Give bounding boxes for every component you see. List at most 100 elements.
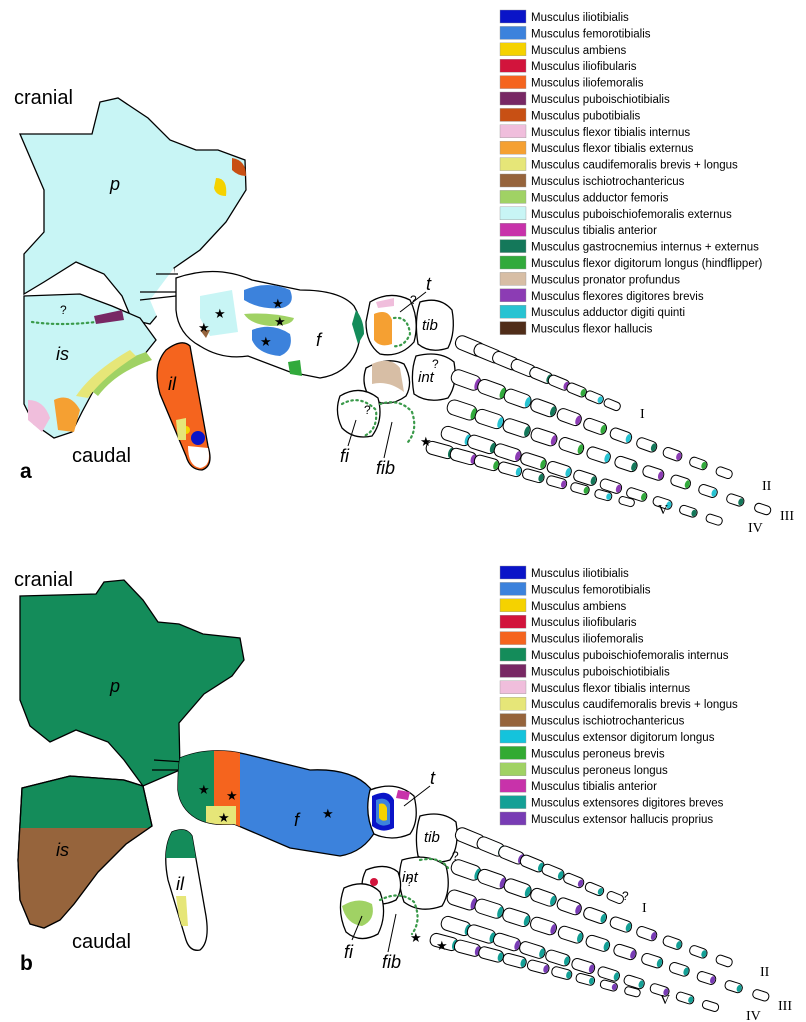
legend-swatch <box>500 223 526 236</box>
phalanx <box>575 973 595 987</box>
star-marker: ★ <box>436 938 448 953</box>
star-marker: ★ <box>198 320 210 335</box>
digit-label-IV: IV <box>746 1009 761 1022</box>
legend-swatch <box>500 681 526 694</box>
phalanx <box>675 991 695 1005</box>
digit-label-IV: IV <box>748 521 763 536</box>
legend-swatch <box>500 566 526 579</box>
legend-swatch <box>500 746 526 759</box>
tibia-label: tib <box>422 317 438 334</box>
legend-label: Musculus flexor tibialis internus <box>531 127 690 139</box>
star-marker: ★ <box>410 930 422 945</box>
intermedium-label: int <box>418 369 435 386</box>
cranial-label: cranial <box>14 569 73 591</box>
star-marker: ★ <box>322 806 334 821</box>
phalanx <box>635 925 658 942</box>
legend-swatch <box>500 289 526 302</box>
question-mark: ? <box>432 357 439 371</box>
legend-swatch <box>500 632 526 645</box>
legend-swatch <box>500 730 526 743</box>
legend-label: Musculus ambiens <box>531 601 626 613</box>
phalanx <box>502 952 527 969</box>
legend-swatch <box>500 322 526 335</box>
digit-label-I: I <box>640 407 645 422</box>
legend-label: Musculus iliotibialis <box>531 568 629 580</box>
phalanx <box>492 932 522 952</box>
fibula-label: fib <box>376 458 395 478</box>
phalanx-outline <box>752 989 770 1002</box>
legend-swatch <box>500 26 526 39</box>
pubis-label: p <box>109 676 120 696</box>
legend-label: Musculus puboischiofemoralis externus <box>531 209 732 221</box>
phalanx <box>478 946 505 964</box>
phalanx-outline <box>715 466 733 480</box>
phalanx <box>642 464 666 481</box>
legend-swatch <box>500 158 526 171</box>
question-mark: ? <box>622 889 629 903</box>
legend-label: Musculus flexor digitorum longus (hindfl… <box>531 258 763 270</box>
question-mark: ? <box>364 403 371 417</box>
legend-swatch <box>500 43 526 56</box>
ischium-label: is <box>56 344 69 364</box>
fibulare-label: fi <box>344 942 354 962</box>
legend-label: Musculus extensor digitorum longus <box>531 732 715 744</box>
phalanx <box>582 906 608 925</box>
phalanx <box>557 436 585 456</box>
phalanx <box>582 417 608 436</box>
phalanx <box>603 398 622 412</box>
phalanx <box>609 916 633 934</box>
legend-label: Musculus ambiens <box>531 45 626 57</box>
phalanx <box>584 881 605 897</box>
phalanx <box>562 872 585 889</box>
phalanx <box>453 939 482 958</box>
phalanx <box>529 887 558 908</box>
tibiale-label: t <box>430 768 436 788</box>
legend-swatch <box>500 240 526 253</box>
ilium-label: il <box>168 374 177 394</box>
digit-label-II: II <box>762 479 772 494</box>
legend-label: Musculus peroneus longus <box>531 765 668 777</box>
legend-swatch <box>500 305 526 318</box>
caudal-label: caudal <box>72 445 131 467</box>
legend-label: Musculus iliofibularis <box>531 61 637 73</box>
legend-swatch <box>500 174 526 187</box>
phalanx-outline <box>705 513 723 526</box>
legend-label: Musculus femorotibialis <box>531 28 651 40</box>
phalanx <box>597 966 621 983</box>
legend-swatch <box>500 92 526 105</box>
phalanx <box>613 455 638 473</box>
phalanx <box>466 923 497 944</box>
phalanx <box>521 468 545 484</box>
legend-label: Musculus puboischiotibialis <box>531 666 670 678</box>
legend-label: Musculus puboischiofemoralis internus <box>531 650 729 662</box>
legend-label: Musculus puboischiotibialis <box>531 94 670 106</box>
cranial-label: cranial <box>14 87 73 109</box>
phalanx <box>502 877 532 899</box>
phalanx <box>688 944 708 959</box>
legend-label: Musculus iliofemoralis <box>531 634 644 646</box>
legend-label: Musculus tibialis anterior <box>531 781 657 793</box>
legend-label: Musculus pronator profundus <box>531 274 680 286</box>
ilium-label: il <box>176 874 185 894</box>
phalanx <box>752 989 770 1002</box>
phalanx <box>473 897 505 919</box>
phalanx <box>526 959 550 975</box>
legend-swatch <box>500 582 526 595</box>
question-mark: ? <box>406 875 413 889</box>
tibia-label: tib <box>424 829 440 846</box>
phalanx-outline <box>701 1000 719 1013</box>
phalanx <box>585 934 611 953</box>
phalanx <box>715 466 733 480</box>
legend-label: Musculus iliotibialis <box>531 12 629 24</box>
legend-label: Musculus iliofibularis <box>531 617 637 629</box>
legend-swatch <box>500 615 526 628</box>
legend-label: Musculus peroneus brevis <box>531 748 665 760</box>
legend-label: Musculus caudifemoralis brevis + longus <box>531 160 738 172</box>
phalanx <box>529 916 558 937</box>
phalanx <box>613 943 638 961</box>
digit-rays-b <box>429 826 770 1013</box>
legend-swatch <box>500 207 526 220</box>
phalanx <box>698 483 719 498</box>
phalanx <box>473 454 500 472</box>
phalanx <box>519 451 547 471</box>
